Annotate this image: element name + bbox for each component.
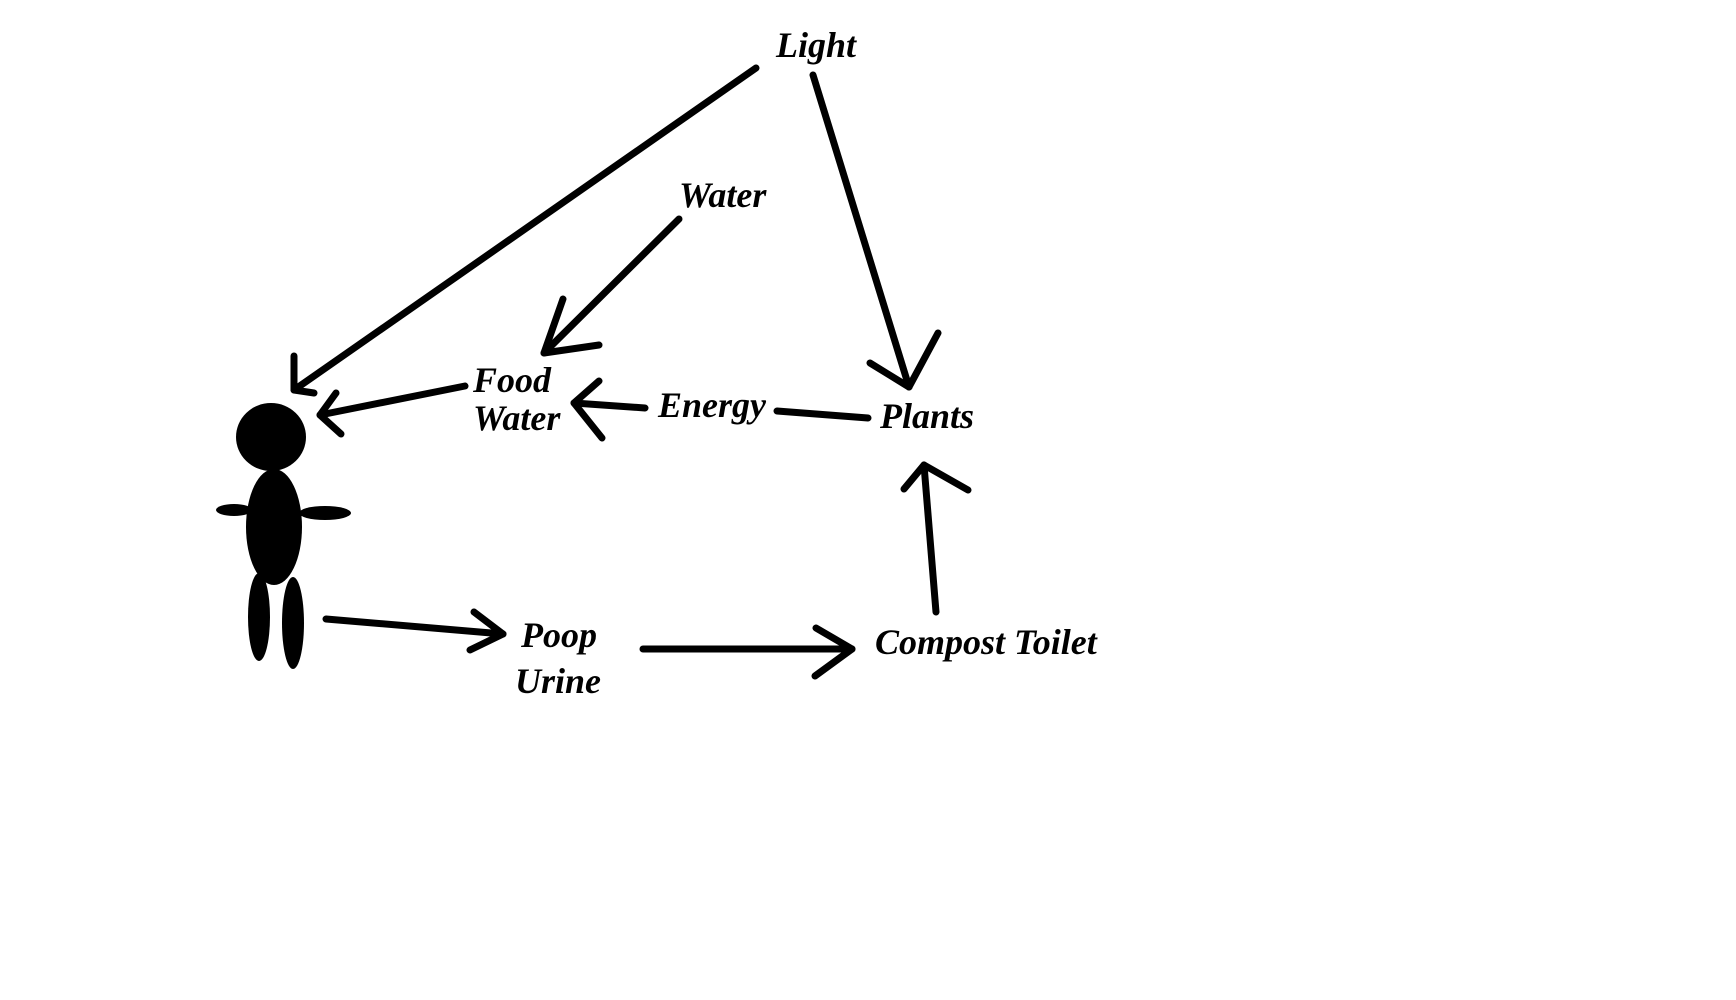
label-light: Light <box>775 25 857 65</box>
label-water-intake: Water <box>473 398 561 438</box>
arrow-human-to-poop-urine <box>322 608 507 654</box>
arrow-compost-toilet-to-plants <box>900 461 972 616</box>
label-plants: Plants <box>879 396 974 436</box>
label-compost-toilet: Compost Toilet <box>875 622 1098 662</box>
arrow-light-to-plants <box>809 71 942 391</box>
figure-left-leg <box>248 573 270 661</box>
label-energy: Energy <box>657 385 767 425</box>
connector-plants-to-energy <box>773 407 872 422</box>
label-poop: Poop <box>520 615 597 655</box>
arrow-light-to-human <box>290 64 760 397</box>
label-urine: Urine <box>515 661 601 701</box>
arrow-poop-urine-to-compost-toilet <box>639 624 856 680</box>
arrow-energy-to-food-water <box>570 377 649 442</box>
label-food: Food <box>472 360 552 400</box>
arrow-water-to-food-water <box>540 215 683 357</box>
figure-right-arm <box>299 506 351 520</box>
figure-torso <box>246 469 302 585</box>
label-water-source: Water <box>679 175 767 215</box>
arrow-food-water-to-human <box>316 382 469 438</box>
figure-left-arm <box>216 504 252 516</box>
figure-head <box>236 403 306 471</box>
figure-right-leg <box>282 577 304 669</box>
human-figure-icon <box>216 403 351 669</box>
